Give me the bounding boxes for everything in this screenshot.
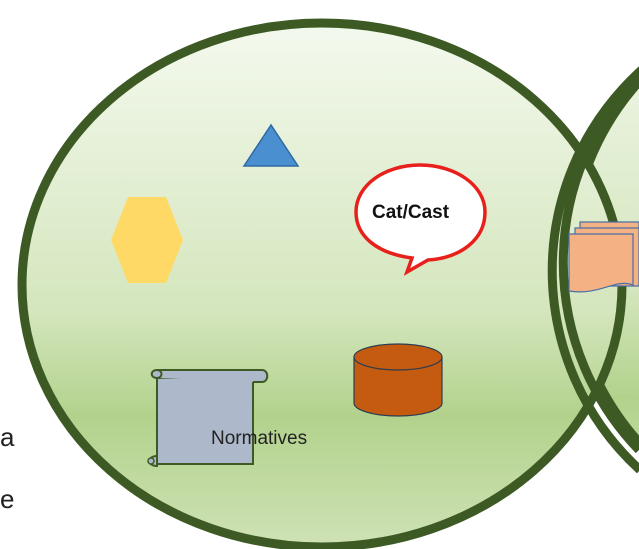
scroll-label: Normatives (211, 428, 308, 449)
scroll-icon (147, 369, 269, 468)
speech-bubble (354, 163, 487, 276)
right-circle-overlap-arc (558, 71, 639, 454)
document-stack-icon (568, 221, 639, 293)
speech-bubble-label: Cat/Cast (372, 202, 450, 223)
hexagon-icon (111, 197, 183, 283)
cylinder-icon (353, 343, 443, 417)
left-edge-fragment: e (0, 484, 15, 514)
left-edge-fragment: a (0, 422, 15, 452)
triangle-icon (242, 123, 300, 167)
left-circle (17, 18, 627, 549)
